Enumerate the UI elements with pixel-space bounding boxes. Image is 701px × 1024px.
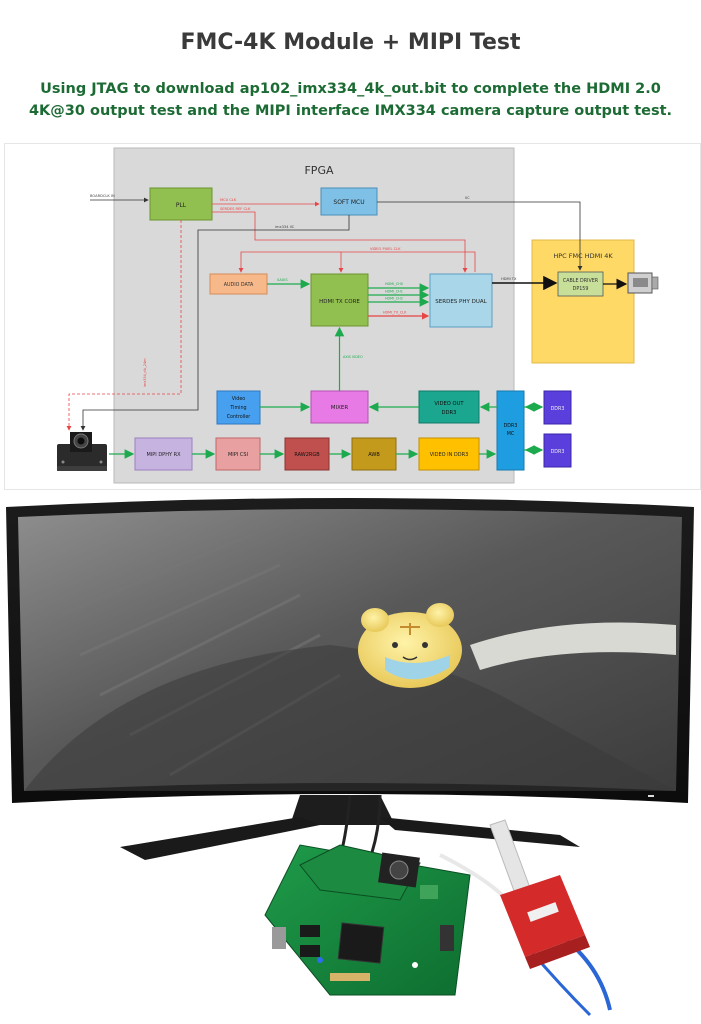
audio-data-label: AUDIO DATA — [224, 282, 254, 288]
subtitle-line-1: Using JTAG to download ap102_imx334_4k_o… — [40, 81, 661, 97]
hdmi-tx-core-block — [310, 273, 369, 327]
awb-label: AWB — [368, 452, 380, 458]
jtag-downloader — [500, 875, 590, 969]
ddr3-mc-label-2: MC — [507, 431, 515, 437]
imx334-iic-label: imx334 IIC — [275, 225, 295, 229]
serdes-phy-dual-label: SERDES PHY DUAL — [435, 299, 487, 305]
monitor-stand — [120, 795, 580, 860]
block-diagram: FPGA HPC FMC HDMI 4K CABLE DRIVER DP159 … — [57, 147, 659, 484]
hdmi-tx-label: HDMI TX — [501, 277, 517, 281]
hdmi-tx-clk-label: HDMI_TX_CLK — [383, 311, 407, 315]
mipi-csi-label: MIPI CSI — [228, 452, 248, 458]
video-out-label-1: VIDEO OUT — [434, 401, 464, 407]
hpc-fmc-hdmi-block — [531, 239, 635, 364]
ddr3-chip-b — [543, 433, 572, 468]
mipi-dphy-rx-label: MIPI DPHY RX — [146, 452, 181, 458]
serdes-phy-dual-block — [429, 273, 493, 328]
mixer-label: MIXER — [331, 405, 349, 411]
page-subtitle: Using JTAG to download ap102_imx334_4k_o… — [20, 78, 681, 122]
awb-block — [351, 437, 397, 471]
raw2rgb-block — [284, 437, 330, 471]
board-clk-label: BOARDCLK IN — [90, 194, 115, 198]
ddr3-chip-a — [543, 390, 572, 425]
monitor — [6, 498, 694, 803]
vtc-label-1: Video — [232, 396, 246, 402]
fpga-label: FPGA — [304, 164, 333, 177]
ddr3-mc-block — [496, 390, 525, 471]
hdmi-ch2-label: HDMI_CH2 — [385, 297, 403, 301]
cable-driver-block — [557, 271, 604, 297]
subtitle-line-2: 4K@30 output test and the MIPI interface… — [28, 103, 673, 119]
video-pixel-clk-label: VIDEO PIXEL CLK — [370, 247, 401, 251]
cable-driver-part: DP159 — [573, 286, 589, 292]
vtc-label-2: Timing — [229, 405, 246, 411]
mcu-clk-label: MCU CLK — [220, 198, 237, 202]
vtc-block — [216, 390, 261, 425]
pll-label: PLL — [176, 202, 187, 209]
mipi-dphy-rx-block — [134, 437, 193, 471]
vtc-label-3: Controller — [227, 414, 251, 420]
axis-video-label: AXIS VIDEO — [343, 355, 363, 359]
hpc-fmc-hdmi-label: HPC FMC HDMI 4K — [553, 252, 613, 260]
ddr3-chip-a-label: DDR3 — [551, 406, 565, 412]
camera-module-icon — [57, 432, 107, 471]
serdes-ref-clk-label: SERDES REF CLK — [220, 207, 251, 211]
pll-block — [149, 187, 213, 221]
iic-label: IIC — [465, 196, 470, 200]
mipi-csi-block — [215, 437, 261, 471]
test-setup-photo — [6, 498, 694, 1017]
video-in-ddr3-label: VIDEO IN DDR3 — [430, 452, 469, 458]
imx334-clk-label: imx334_clk_24m — [143, 358, 147, 387]
hdmi-ch1-label: HDMI_CH1 — [385, 290, 403, 294]
ddr3-mc-label-1: DDR3 — [504, 423, 518, 429]
hdmi-ch0-label: HDMI_CH0 — [385, 282, 403, 286]
video-out-ddr3-block — [418, 390, 480, 424]
mixer-block — [310, 390, 369, 424]
block-diagram-frame: FPGA HPC FMC HDMI 4K CABLE DRIVER DP159 … — [4, 143, 701, 490]
cable-driver-label: CABLE DRIVER — [563, 278, 599, 284]
fpga-board — [264, 844, 471, 996]
saxis-label: SAXIS — [277, 278, 288, 282]
raw2rgb-label: RAW2RGB — [294, 452, 320, 458]
ddr3-chip-b-label: DDR3 — [551, 449, 565, 455]
page-title: FMC-4K Module + MIPI Test — [180, 30, 521, 55]
video-out-label-2: DDR3 — [442, 410, 457, 416]
hdmi-tx-core-label: HDMI TX CORE — [319, 299, 360, 305]
soft-mcu-label: SOFT MCU — [333, 199, 364, 206]
hdmi-connector-icon — [627, 272, 659, 294]
